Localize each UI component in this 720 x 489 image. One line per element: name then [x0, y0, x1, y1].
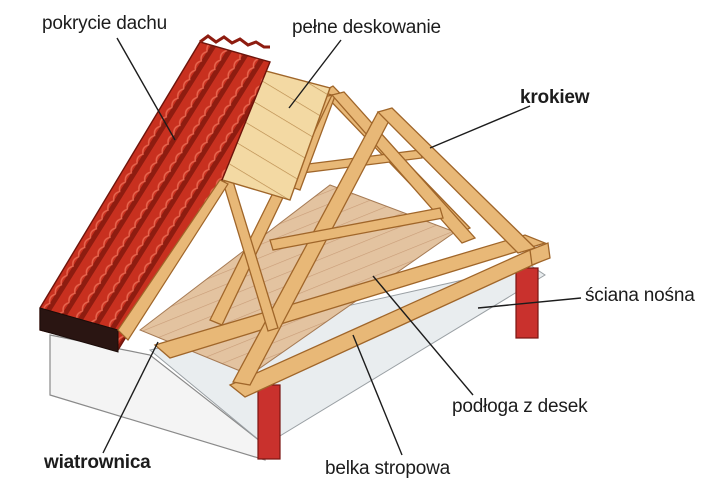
- label-wind-board: wiatrownica: [44, 452, 151, 473]
- label-load-bearing-wall: ściana nośna: [585, 285, 695, 306]
- label-rafter: krokiew: [520, 87, 590, 108]
- label-roof-covering: pokrycie dachu: [42, 13, 167, 34]
- leader-wind-board: [102, 341, 159, 454]
- leader-plank-floor: [372, 275, 474, 396]
- leader-lines: [102, 37, 582, 456]
- leader-load-bearing-wall: [477, 297, 582, 309]
- wall-block: [49, 264, 546, 461]
- label-full-boarding: pełne deskowanie: [292, 17, 441, 38]
- roof-covering: [39, 34, 271, 353]
- wind-board: [117, 179, 229, 341]
- label-plank-floor: podłoga z desek: [452, 396, 588, 417]
- leader-rafter: [429, 105, 531, 149]
- label-ceiling-beam: belka stropowa: [325, 458, 450, 479]
- front-truss: [222, 107, 537, 386]
- leader-ceiling-beam: [352, 334, 403, 456]
- leader-roof-covering: [116, 37, 176, 141]
- leader-full-boarding: [288, 39, 342, 109]
